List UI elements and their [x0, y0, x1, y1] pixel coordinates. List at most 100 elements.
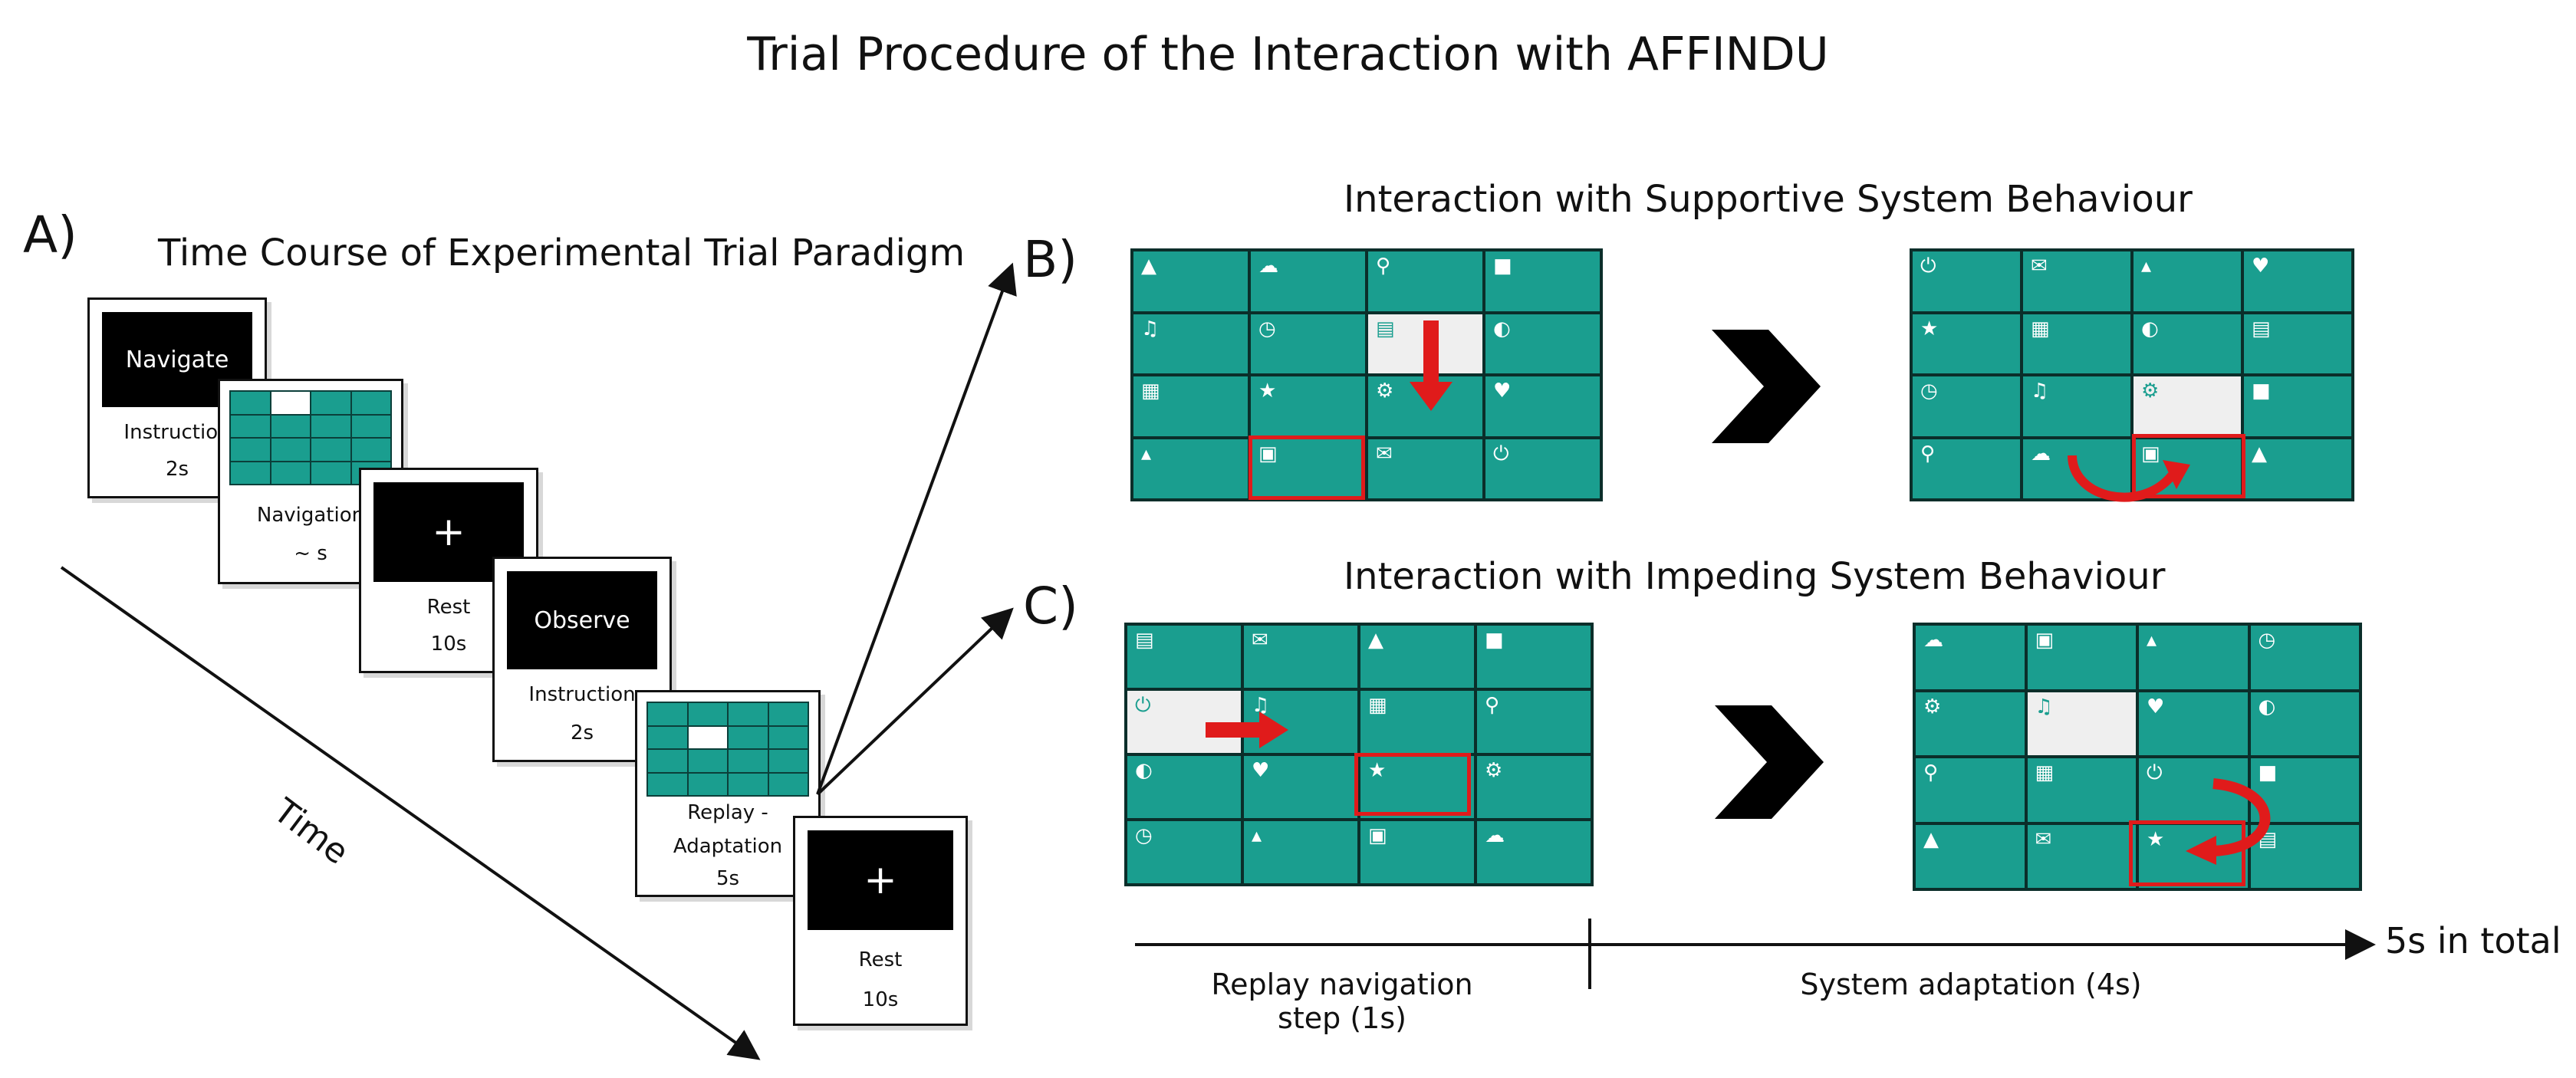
grid-tile: ▣ [2027, 626, 2136, 689]
user-icon: ▴ [1252, 824, 1262, 847]
star-icon: ★ [1368, 759, 1387, 782]
video-icon: ■ [1485, 629, 1504, 652]
grid-tile: ⚲ [1916, 758, 2025, 822]
grid-tile: ■ [2250, 758, 2359, 822]
video-icon: ■ [2252, 380, 2271, 403]
grid-tile: ▣ [1251, 439, 1365, 498]
target-box-b-before [1249, 435, 1365, 500]
image-icon: ▣ [1258, 442, 1278, 465]
timeline-step1-label: Replay navigation step (1s) [1173, 968, 1511, 1035]
swap-arrow-icon [2068, 455, 2190, 502]
mail-icon: ✉ [1252, 629, 1268, 652]
move-down-arrow-icon [1410, 320, 1452, 411]
grid-tile: ♥ [2244, 251, 2351, 311]
cloud-icon: ☁ [1258, 255, 1278, 278]
card-duration: 5s [716, 867, 740, 890]
clock-icon: ◷ [1135, 824, 1153, 847]
globe-icon: ◐ [1135, 759, 1153, 782]
music-icon: ♫ [1252, 694, 1270, 717]
grid-tile: ◐ [2250, 692, 2359, 755]
film-icon: ▦ [1141, 380, 1160, 403]
timeline-step1-line1: Replay navigation [1211, 968, 1473, 1001]
grid-tile: ★ [1913, 314, 2020, 373]
card-observe-instruction: Observe Instruction 2s [492, 557, 672, 762]
star-icon: ★ [1258, 380, 1277, 403]
card-replay-adaptation: Replay - Adaptation 5s [635, 690, 821, 897]
section-c-label: C) [1023, 577, 1078, 636]
clock-icon: ◷ [1920, 380, 1938, 403]
grid-tile: ⏻ [1485, 439, 1600, 498]
card-duration: 10s [430, 633, 467, 656]
search-icon: ⚲ [1923, 761, 1939, 784]
power-icon: ⏻ [1493, 442, 1509, 465]
grid-tile: ★ [1360, 756, 1474, 818]
grid-tile: ◷ [1251, 314, 1365, 373]
grid-tile: ★ [2139, 824, 2248, 888]
grid-tile: ✉ [2027, 824, 2136, 888]
grid-tile: ⚲ [1368, 251, 1482, 311]
grid-b-before: ▲☁⚲■♫◷▤◐▦★⚙♥▴▣✉⏻ [1130, 248, 1603, 501]
clock-icon: ◷ [1258, 317, 1276, 340]
video-icon: ■ [2258, 761, 2278, 784]
grid-tile: ■ [1485, 251, 1600, 311]
heart-icon: ♥ [1252, 759, 1270, 782]
grid-tile: ⚙ [1916, 692, 2025, 755]
timeline-total-label: 5s in total [2385, 920, 2561, 961]
grid-c-after: ☁▣▴◷⚙♫♥◐⚲▦⏻■▲✉★▤ [1913, 623, 2362, 891]
power-icon: ⏻ [2147, 761, 2163, 784]
grid-tile: ✉ [1368, 439, 1482, 498]
timeline-step2-label: System adaptation (4s) [1800, 968, 2142, 1001]
search-icon: ⚲ [1920, 442, 1936, 465]
grid-tile: ▴ [2139, 626, 2248, 689]
grid-tile: ▣ [1360, 821, 1474, 883]
grid-tile: ◷ [2250, 626, 2359, 689]
card-label-2: Adaptation [673, 835, 783, 858]
bell-icon: ▲ [1923, 827, 1939, 851]
search-icon: ⚲ [1485, 694, 1500, 717]
user-icon: ▴ [1141, 442, 1152, 465]
video-icon: ■ [1493, 255, 1512, 278]
grid-tile: ✉ [1244, 626, 1357, 688]
music-icon: ♫ [1141, 317, 1160, 340]
section-a-label: A) [23, 205, 77, 265]
section-b-label: B) [1023, 230, 1078, 289]
bell-icon: ▲ [2252, 442, 2267, 465]
grid-tile: ⚙ [1368, 376, 1482, 436]
music-icon: ♫ [2035, 695, 2053, 718]
grid-tile: ▲ [1360, 626, 1474, 688]
cloud-icon: ☁ [1923, 629, 1943, 652]
card-label: Navigation [256, 504, 365, 527]
search-icon: ⚲ [1376, 255, 1391, 278]
card-duration: 2s [570, 721, 594, 744]
card-screen: + [808, 830, 953, 930]
grid-tile: ◐ [1485, 314, 1600, 373]
grid-tile: ☁ [1477, 821, 1591, 883]
grid-tile: ☁ [1916, 626, 2025, 689]
grid-tile: ♫ [1133, 314, 1248, 373]
power-icon: ⏻ [1135, 694, 1151, 717]
grid-tile: ♫ [2023, 376, 2130, 436]
heart-icon: ♥ [1493, 380, 1512, 403]
image-icon: ▣ [2035, 629, 2055, 652]
grid-tile: ♥ [2139, 692, 2248, 755]
star-icon: ★ [2147, 827, 2165, 851]
mail-icon: ✉ [2031, 255, 2048, 278]
grid-tile: ▲ [2244, 439, 2351, 498]
section-a-heading: Time Course of Experimental Trial Paradi… [158, 232, 966, 274]
card-duration: 2s [165, 458, 189, 481]
time-axis-arrow [60, 566, 761, 1060]
arrow-to-c [816, 607, 1014, 796]
mail-icon: ✉ [2035, 827, 2052, 851]
grid-tile: ⚲ [1913, 439, 2020, 498]
star-icon: ★ [1920, 317, 1939, 340]
grid-tile: ■ [1477, 626, 1591, 688]
grid-tile: ▤ [2244, 314, 2351, 373]
film-icon: ▦ [1368, 694, 1387, 717]
grid-tile: ▴ [1244, 821, 1357, 883]
card-label: Rest [426, 596, 471, 619]
grid-tile: ♥ [1244, 756, 1357, 818]
card-screen: Observe [507, 571, 657, 669]
cloud-icon: ☁ [1485, 824, 1505, 847]
card-label: Instruction [528, 683, 636, 706]
music-icon: ♫ [2031, 380, 2049, 403]
